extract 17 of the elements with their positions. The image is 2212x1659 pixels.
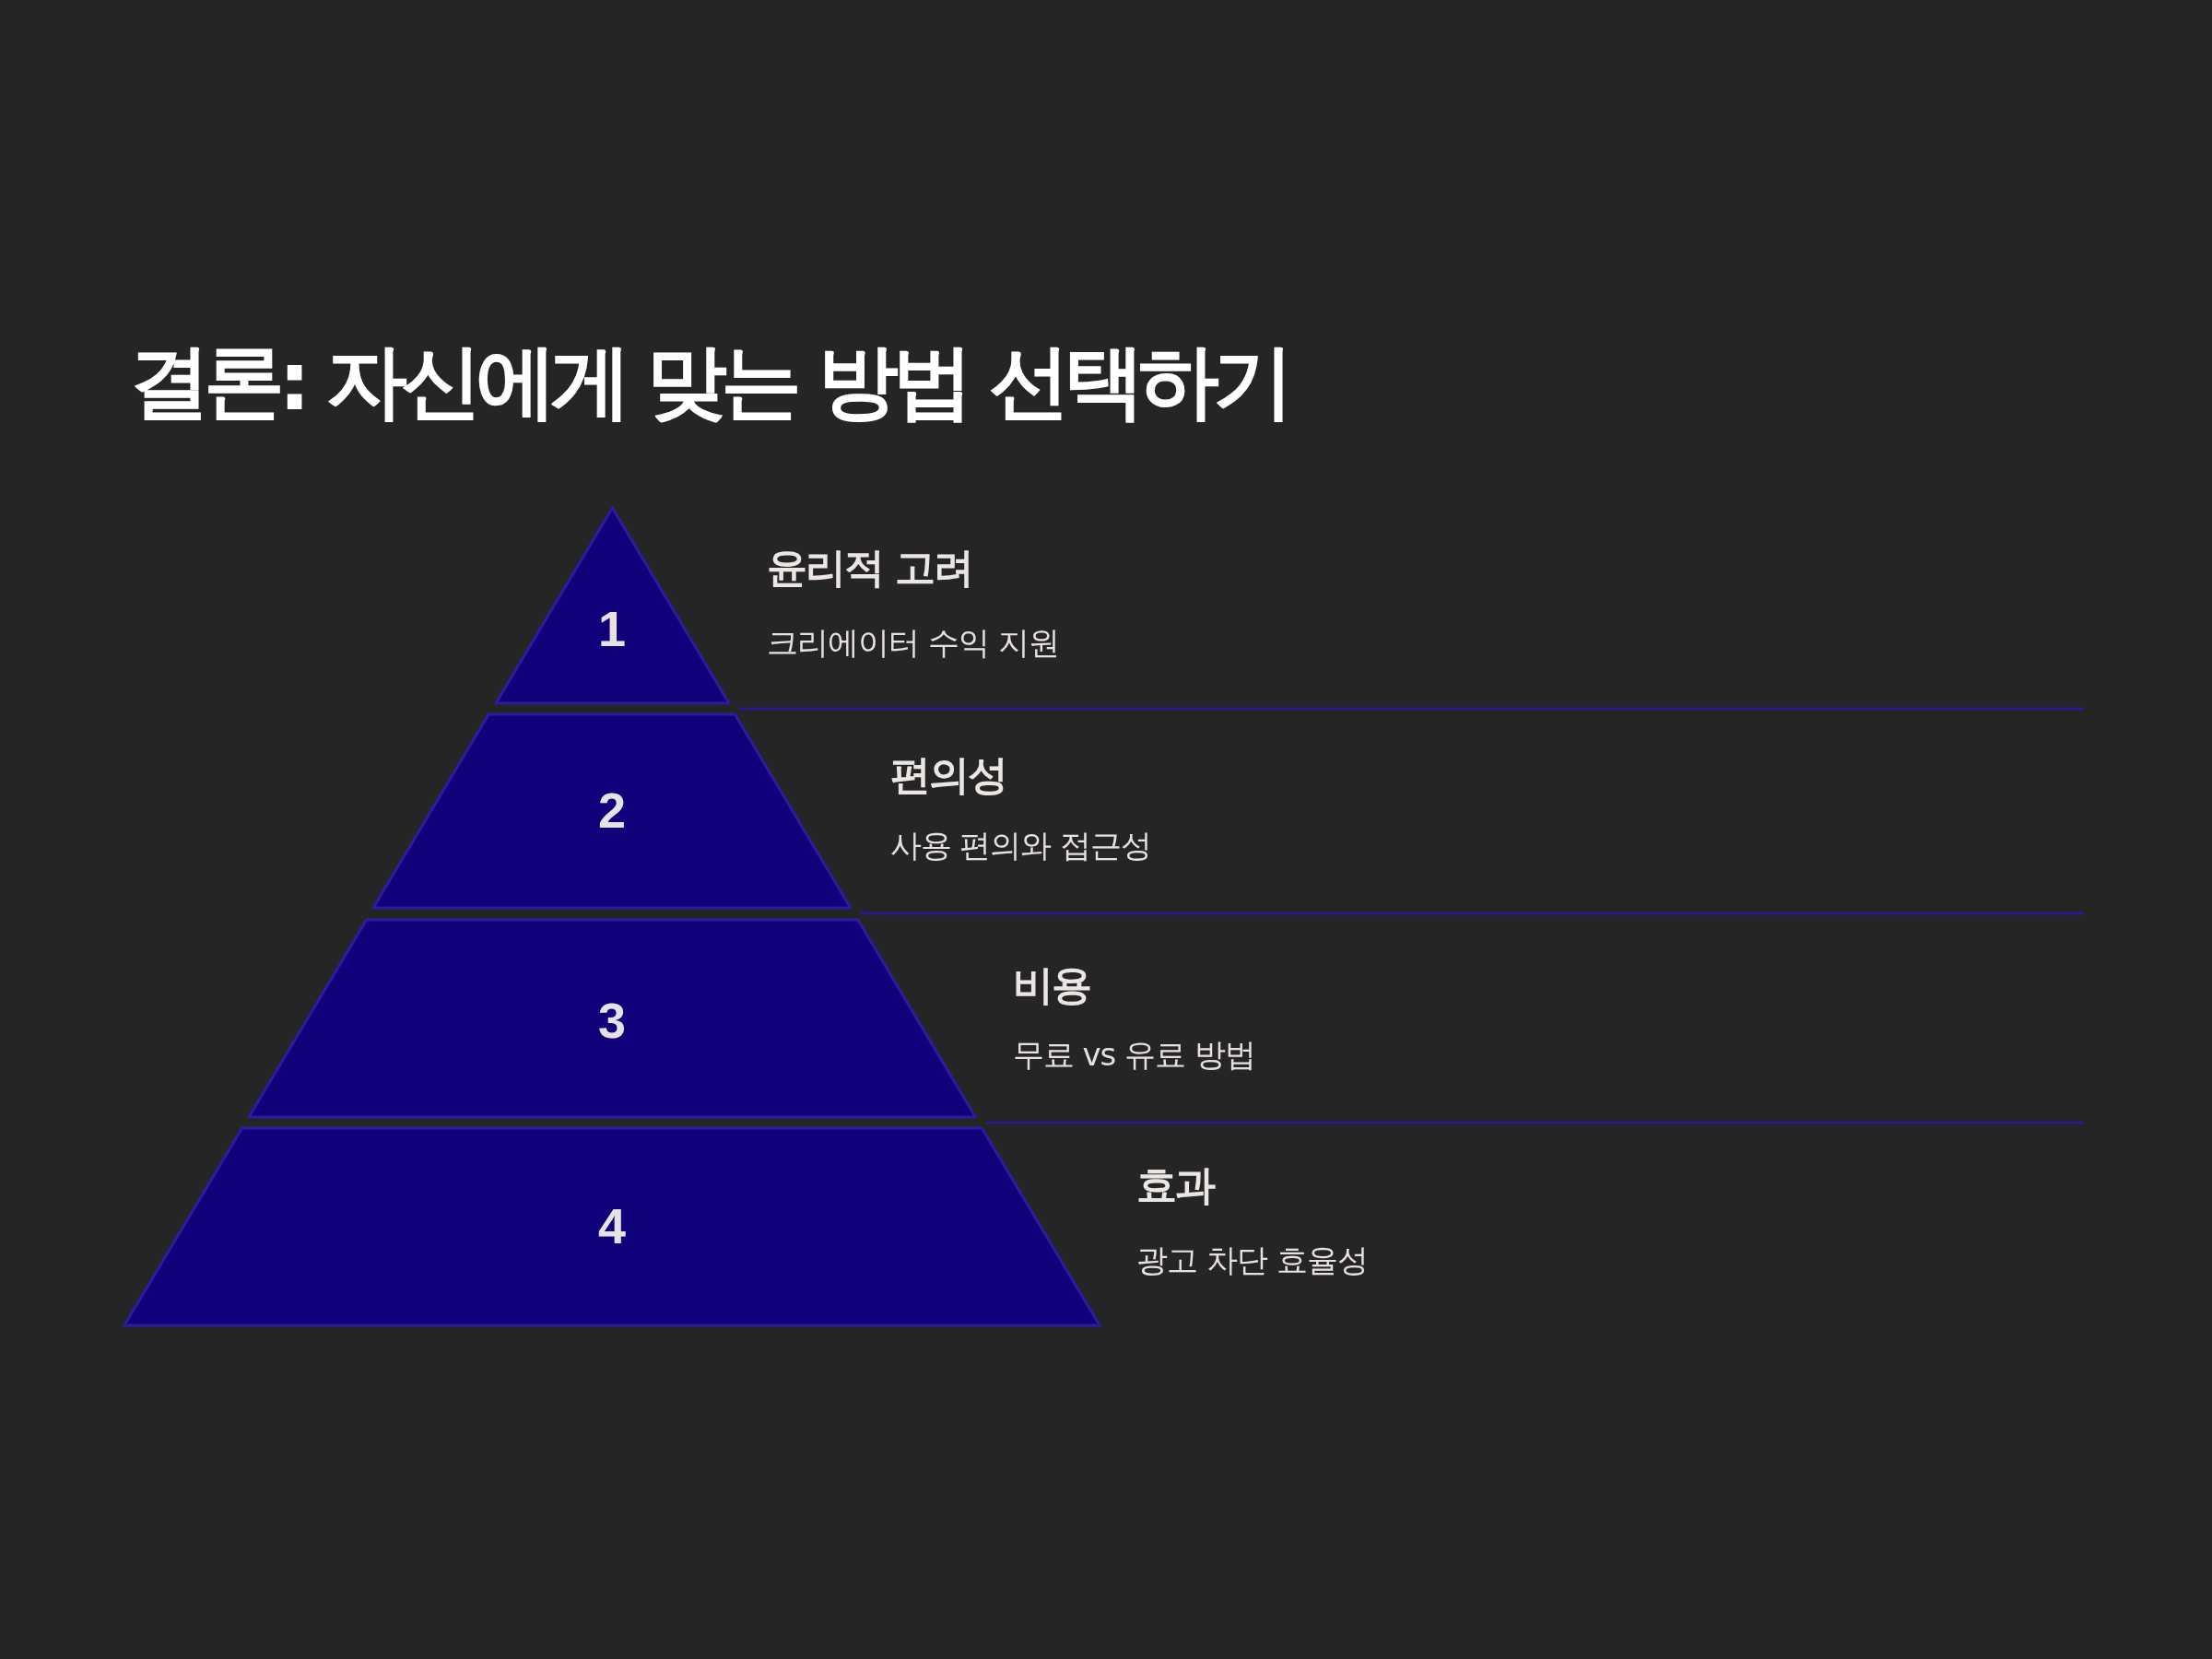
pyramid-tier bbox=[248, 920, 976, 1117]
pyramid-tier bbox=[124, 1128, 1100, 1325]
tier-heading: 윤리적 고려 bbox=[767, 547, 973, 588]
tier-number: 2 bbox=[597, 785, 626, 835]
tier-description: 광고 차단 효율성 bbox=[1136, 1244, 1368, 1276]
tier-number: 4 bbox=[597, 1201, 626, 1251]
tier-heading: 효과 bbox=[1136, 1165, 1215, 1206]
title: 결론: 자신에게 맞는 방법 선택하기 bbox=[129, 341, 1288, 422]
tier-number: 3 bbox=[597, 995, 626, 1045]
tier-heading: 편의성 bbox=[889, 755, 1006, 795]
tier-description: 사용 편의와 접근성 bbox=[889, 830, 1152, 861]
tier-description: 무료 vs 유료 방법 bbox=[1012, 1039, 1255, 1070]
pyramid-tier bbox=[495, 508, 729, 703]
tier-description: 크리에이터 수익 지원 bbox=[767, 627, 1059, 658]
pyramid-tier bbox=[373, 714, 851, 908]
tier-number: 1 bbox=[597, 604, 626, 653]
tier-heading: 비용 bbox=[1012, 965, 1090, 1006]
